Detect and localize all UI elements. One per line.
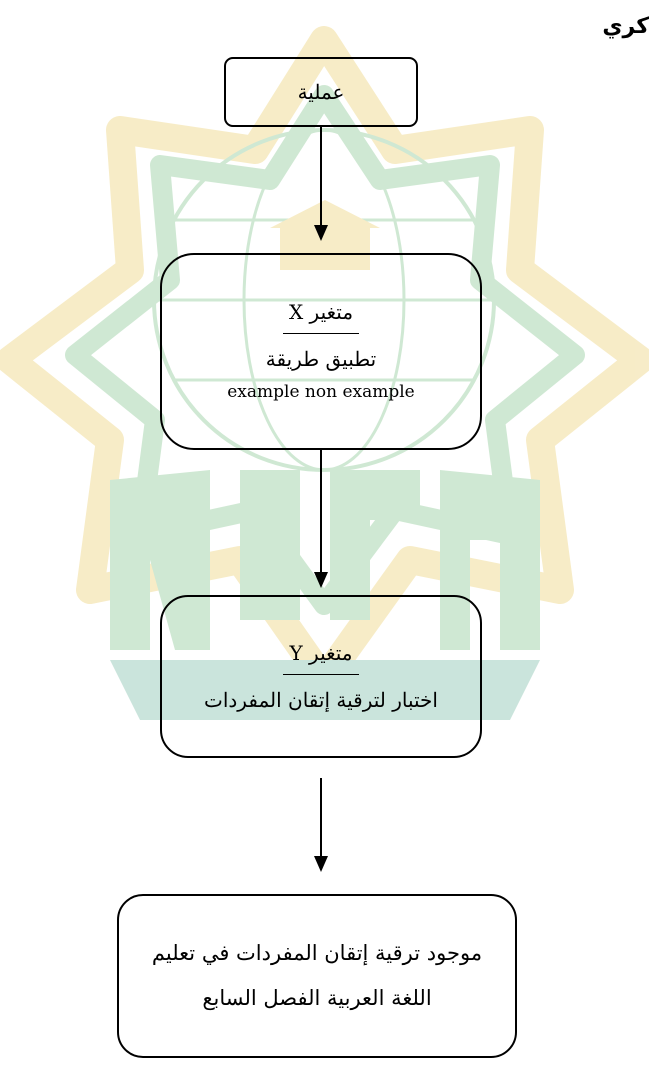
variable-x-box: متغير X تطبيق طريقة example non example	[160, 253, 482, 450]
page-crop-edge	[0, 1060, 649, 1065]
variable-x-method: تطبيق طريقة	[265, 347, 377, 372]
process-box: عملية	[224, 57, 418, 127]
process-label: عملية	[297, 80, 345, 104]
arrow-y-to-result	[314, 778, 328, 872]
result-line-2: اللغة العربية الفصل السابع	[202, 986, 432, 1010]
variable-x-label: متغير X	[282, 297, 360, 335]
variable-x-method-name: example non example	[227, 382, 415, 403]
result-line-1: موجود ترقية إتقان المفردات في تعليم	[151, 940, 483, 965]
arrow-process-to-x	[314, 127, 328, 241]
variable-y-box: متغير Y اختبار لترقية إتقان المفردات	[160, 595, 482, 758]
variable-y-test: اختبار لترقية إتقان المفردات	[204, 688, 438, 712]
arrow-x-to-y	[314, 450, 328, 590]
result-box: موجود ترقية إتقان المفردات في تعليم اللغ…	[117, 894, 517, 1058]
page-title: كري	[602, 14, 649, 39]
variable-y-label: متغير Y	[283, 638, 359, 675]
